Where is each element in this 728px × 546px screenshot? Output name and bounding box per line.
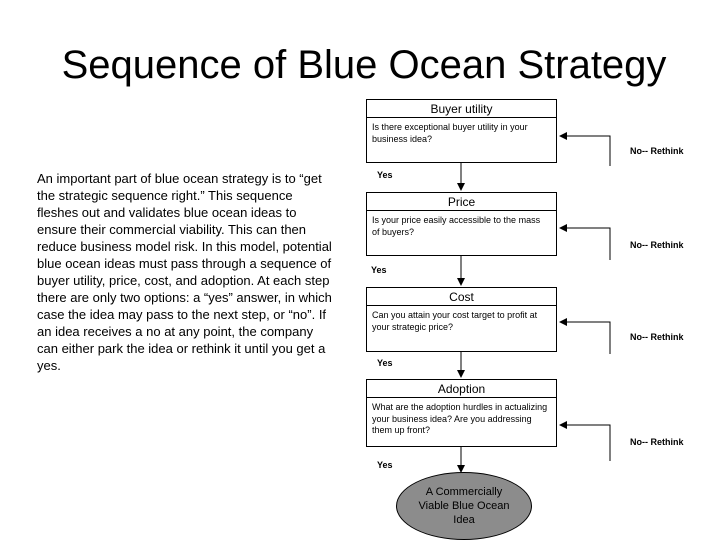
rethink-loop-3 [559,318,611,354]
step-question: What are the adoption hurdles in actuali… [372,402,548,435]
yes-label: Yes [377,358,393,368]
rethink-loop-4 [559,421,611,461]
step-question: Can you attain your cost target to profi… [372,310,538,332]
outcome-oval: A Commercially Viable Blue Ocean Idea [396,472,532,540]
rethink-label: No-- Rethink [630,437,684,447]
step-title: Price [367,193,556,211]
outcome-label: A Commercially Viable Blue Ocean Idea [418,486,510,526]
rethink-label: No-- Rethink [630,146,684,156]
step-box-cost: Cost Can you attain your cost target to … [366,287,557,352]
yes-label: Yes [371,265,387,275]
step-title: Cost [367,288,556,306]
step-question: Is there exceptional buyer utility in yo… [372,122,528,144]
rethink-loop-1 [559,132,611,166]
rethink-label: No-- Rethink [630,332,684,342]
step-question: Is your price easily accessible to the m… [372,215,541,237]
step-title: Buyer utility [367,100,556,118]
yes-label: Yes [377,460,393,470]
yes-label: Yes [377,170,393,180]
step-box-price: Price Is your price easily accessible to… [366,192,557,256]
step-box-buyer-utility: Buyer utility Is there exceptional buyer… [366,99,557,163]
rethink-label: No-- Rethink [630,240,684,250]
step-box-adoption: Adoption What are the adoption hurdles i… [366,379,557,447]
step-title: Adoption [367,380,556,398]
slide-title: Sequence of Blue Ocean Strategy [61,43,667,87]
rethink-loop-2 [559,224,611,260]
description-text: An important part of blue ocean strategy… [37,171,332,373]
